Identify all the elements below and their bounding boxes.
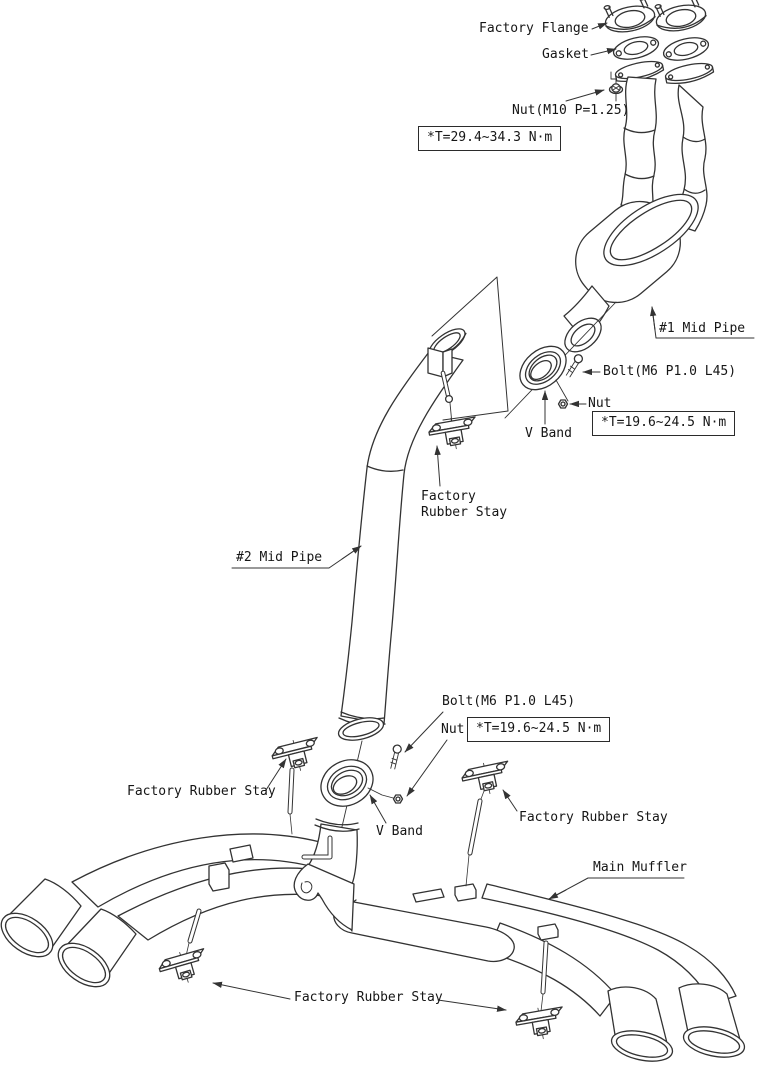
nut-lower-glyph <box>394 795 403 803</box>
factory-flange-label: Factory Flange <box>479 21 589 36</box>
mid-pipe-2-label: #2 Mid Pipe <box>236 550 323 565</box>
downpipe-right <box>668 85 707 231</box>
bolt-lower-glyph <box>390 744 402 769</box>
rubber-stay-bottom-left <box>155 945 212 990</box>
rubber-stay-mid-label-line2: Rubber Stay <box>421 504 508 520</box>
flange-nut-glyph <box>610 72 623 101</box>
bolt-lower-label: Bolt(M6 P1.0 L45) <box>442 694 576 709</box>
downpipe-flange-right <box>664 60 714 86</box>
v-band-upper-ring <box>512 337 575 401</box>
rubber-stay-mid <box>426 413 481 454</box>
factory-flange-left <box>601 0 657 36</box>
nut-m10-label: Nut(M10 P=1.25) <box>512 103 630 118</box>
rubber-stay-left <box>269 733 325 777</box>
mid-pipe-2 <box>336 324 469 745</box>
gasket-left <box>611 33 660 64</box>
torque-spec-v-band-upper: *T=19.6~24.5 N·m <box>592 411 736 436</box>
leader-lines <box>213 23 754 1012</box>
mid-pipe-1-label: #1 Mid Pipe <box>659 321 746 336</box>
tailpipe-left-inner <box>118 868 332 940</box>
bolt-upper-label: Bolt(M6 P1.0 L45) <box>603 364 737 379</box>
break-line <box>432 277 508 420</box>
muffler-tip-left-1 <box>0 879 81 966</box>
bolt-upper-glyph <box>566 353 584 378</box>
v-band-upper-label: V Band <box>525 426 572 441</box>
muffler-tip-left-2 <box>50 909 136 996</box>
rubber-stay-bottom-label: Factory Rubber Stay <box>294 990 443 1005</box>
tailpipe-left-outer <box>72 834 320 907</box>
muffler-inlet-junction <box>294 819 359 930</box>
muffler-tip-right-1 <box>608 987 675 1066</box>
muffler-tip-right-2 <box>679 984 747 1062</box>
rubber-stay-left-label: Factory Rubber Stay <box>127 784 276 799</box>
mid-pipe-2-hanger <box>428 348 452 424</box>
gasket-label: Gasket <box>542 47 589 62</box>
downpipe-left <box>621 77 656 213</box>
main-muffler-label: Main Muffler <box>593 860 687 875</box>
nut-upper-glyph <box>559 400 568 408</box>
rubber-stay-mid-label-line1: Factory <box>421 489 476 504</box>
hanger-pads-and-rods <box>186 770 558 1011</box>
mid-pipe-1-resonator <box>559 180 710 358</box>
gasket-right <box>661 34 710 65</box>
torque-spec-v-band-lower: *T=19.6~24.5 N·m <box>467 717 611 742</box>
rubber-stay-bottom-right <box>513 1003 568 1044</box>
main-muffler-body <box>334 889 515 961</box>
torque-spec-flange: *T=29.4~34.3 N·m <box>418 126 562 151</box>
factory-flange-right <box>652 0 708 35</box>
v-band-lower-ring <box>313 751 397 815</box>
v-band-lower-label: V Band <box>376 824 423 839</box>
nut-upper-label: Nut <box>588 396 612 411</box>
rubber-stay-right-label: Factory Rubber Stay <box>519 810 668 825</box>
nut-lower-label: Nut <box>441 722 465 737</box>
rubber-stay-mid-label: Factory Rubber Stay <box>421 489 507 520</box>
rubber-stay-right <box>459 757 515 800</box>
